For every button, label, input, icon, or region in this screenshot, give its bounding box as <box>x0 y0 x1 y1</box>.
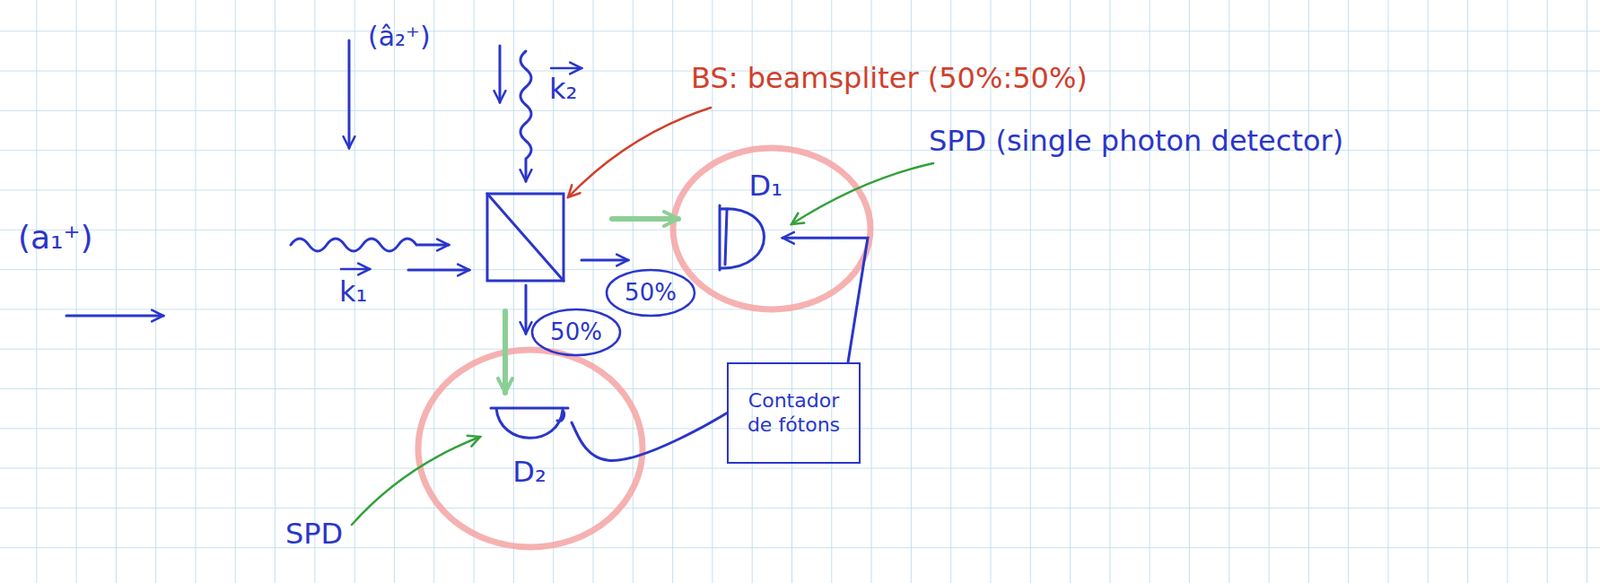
wavevector-label: k₁ <box>339 276 368 308</box>
wavevector-label: k₂ <box>549 73 578 105</box>
leader-line <box>568 107 711 198</box>
split-ratio: 50% <box>550 319 603 346</box>
vector-arrow <box>550 67 582 70</box>
detector-label: D₂ <box>487 456 572 489</box>
mode-operator: (a₁⁺) <box>17 219 94 256</box>
ellipse-outline <box>532 309 621 356</box>
detector-symbol <box>714 201 778 274</box>
photon-wave <box>290 238 449 252</box>
beamsplitter-cube <box>487 193 564 281</box>
direction-arrow <box>408 269 470 272</box>
detector-symbol <box>487 402 572 448</box>
beamsplitter-diagonal <box>487 193 564 281</box>
detector-d2: D₂ <box>487 402 572 489</box>
output-arrow <box>581 259 629 263</box>
beamsplitter-label: BS: beamspliter (50%:50%) <box>690 62 1088 95</box>
ellipse-outline <box>606 270 695 316</box>
highlight-circle <box>673 148 871 310</box>
photon-wave <box>520 51 532 182</box>
signal-wire <box>571 413 727 462</box>
split-ratio: 50% <box>624 279 677 307</box>
detector-outline <box>719 205 765 271</box>
output-arrow <box>524 285 528 334</box>
direction-arrow <box>66 314 164 318</box>
percentage-ellipse: 50% <box>530 307 622 358</box>
leader-line <box>791 163 934 225</box>
vector-arrow <box>340 268 370 272</box>
percentage-ellipse: 50% <box>604 268 697 318</box>
detector-label: D₁ <box>714 170 783 202</box>
direction-arrow <box>348 40 351 149</box>
mode-operator: (â₂⁺) <box>367 21 431 52</box>
detector-d1: D₁ <box>714 170 783 274</box>
photon-counter-box: Contador de fótons <box>726 362 861 464</box>
leader-line <box>351 437 481 525</box>
beam-highlight-arrow <box>612 216 679 222</box>
detector-outline <box>490 408 569 438</box>
signal-wire <box>782 237 868 363</box>
direction-arrow <box>498 45 502 103</box>
beam-highlight-arrow <box>502 311 508 394</box>
detector-callout: SPD (single photon detector) <box>928 125 1344 158</box>
detector-callout: SPD <box>285 518 343 551</box>
counter-label: Contador de fótons <box>735 389 852 438</box>
